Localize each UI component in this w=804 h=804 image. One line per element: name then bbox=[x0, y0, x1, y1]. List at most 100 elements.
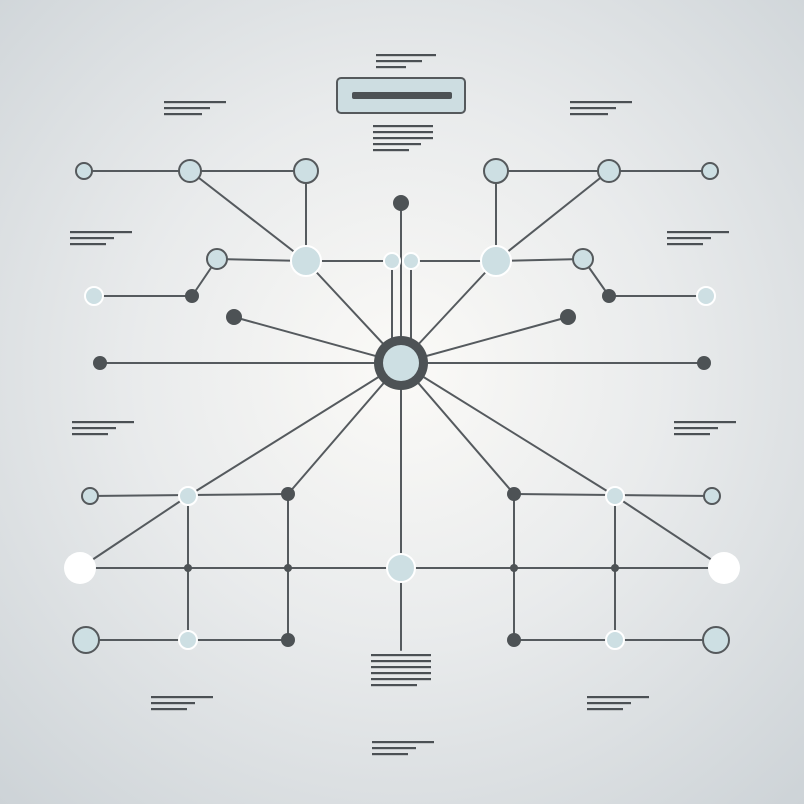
text-line bbox=[372, 747, 416, 750]
outlined-node bbox=[84, 286, 104, 306]
dark-node bbox=[393, 195, 409, 211]
text-line bbox=[674, 427, 718, 430]
dark-node bbox=[93, 356, 107, 370]
dark-node bbox=[507, 633, 521, 647]
placeholder-text-blocks bbox=[70, 54, 736, 756]
text-line bbox=[376, 54, 436, 57]
hollow-node bbox=[572, 248, 594, 270]
text-line bbox=[373, 137, 433, 140]
text-placeholder bbox=[376, 54, 436, 69]
text-line bbox=[587, 696, 649, 699]
edge bbox=[79, 495, 189, 569]
text-line bbox=[371, 660, 431, 663]
text-line bbox=[371, 684, 417, 687]
text-line bbox=[72, 427, 116, 430]
text-line bbox=[373, 125, 433, 128]
text-line bbox=[373, 131, 433, 134]
hollow-node bbox=[702, 626, 730, 654]
outlined-node bbox=[402, 252, 420, 270]
hollow-node bbox=[483, 158, 509, 184]
text-line bbox=[371, 666, 431, 669]
edge bbox=[495, 170, 610, 262]
junction-node bbox=[510, 564, 518, 572]
text-line bbox=[373, 149, 409, 152]
text-line bbox=[371, 672, 431, 675]
text-placeholder bbox=[674, 421, 736, 436]
text-line bbox=[667, 231, 729, 234]
text-placeholder bbox=[570, 101, 632, 116]
hollow-node bbox=[293, 158, 319, 184]
text-line bbox=[70, 243, 106, 246]
hollow-node bbox=[178, 159, 202, 183]
text-line bbox=[587, 708, 623, 711]
white-node bbox=[708, 552, 740, 584]
text-placeholder bbox=[151, 696, 213, 711]
dark-node bbox=[185, 289, 199, 303]
white-node bbox=[64, 552, 96, 584]
dark-node bbox=[697, 356, 711, 370]
text-placeholder bbox=[72, 421, 134, 436]
outlined-node bbox=[290, 245, 322, 277]
outlined-node bbox=[178, 630, 198, 650]
title-box bbox=[336, 77, 466, 114]
edge bbox=[400, 362, 515, 495]
text-line bbox=[674, 421, 736, 424]
text-line bbox=[372, 741, 434, 744]
junction-node bbox=[184, 564, 192, 572]
hollow-node bbox=[81, 487, 99, 505]
outlined-node bbox=[605, 486, 625, 506]
text-placeholder bbox=[372, 741, 434, 756]
text-line bbox=[72, 421, 134, 424]
text-line bbox=[376, 60, 422, 63]
dark-node bbox=[281, 633, 295, 647]
outlined-node bbox=[696, 286, 716, 306]
dark-node bbox=[602, 289, 616, 303]
edge bbox=[614, 495, 725, 569]
text-line bbox=[376, 66, 406, 69]
text-placeholder bbox=[373, 125, 433, 152]
hollow-node bbox=[597, 159, 621, 183]
junction-node bbox=[284, 564, 292, 572]
text-line bbox=[570, 113, 608, 116]
hollow-node bbox=[701, 162, 719, 180]
nodes bbox=[64, 158, 740, 654]
dark-node bbox=[226, 309, 242, 325]
text-line bbox=[151, 708, 187, 711]
text-line bbox=[570, 107, 616, 110]
title-box-bar bbox=[352, 92, 452, 99]
edge bbox=[400, 316, 569, 364]
dark-node bbox=[281, 487, 295, 501]
text-line bbox=[70, 231, 132, 234]
text-line bbox=[164, 113, 202, 116]
outlined-node bbox=[383, 252, 401, 270]
text-line bbox=[371, 654, 431, 657]
text-line bbox=[371, 678, 431, 681]
central-hub-inner bbox=[383, 345, 419, 381]
edge bbox=[233, 316, 402, 364]
text-placeholder bbox=[70, 231, 132, 246]
hollow-node bbox=[72, 626, 100, 654]
edge bbox=[400, 362, 616, 497]
text-placeholder bbox=[667, 231, 729, 246]
text-line bbox=[164, 107, 210, 110]
hollow-node bbox=[75, 162, 93, 180]
outlined-node bbox=[605, 630, 625, 650]
hollow-node bbox=[703, 487, 721, 505]
junction-node bbox=[611, 564, 619, 572]
text-line bbox=[164, 101, 226, 104]
text-line bbox=[72, 433, 108, 436]
text-line bbox=[151, 696, 213, 699]
text-line bbox=[373, 143, 421, 146]
outlined-node bbox=[178, 486, 198, 506]
outlined-node bbox=[480, 245, 512, 277]
dark-node bbox=[507, 487, 521, 501]
text-line bbox=[674, 433, 710, 436]
edge bbox=[287, 362, 402, 495]
text-placeholder bbox=[587, 696, 649, 711]
text-placeholder bbox=[371, 654, 431, 687]
edge bbox=[189, 170, 307, 262]
outlined-node bbox=[386, 553, 416, 583]
edge bbox=[187, 362, 402, 497]
